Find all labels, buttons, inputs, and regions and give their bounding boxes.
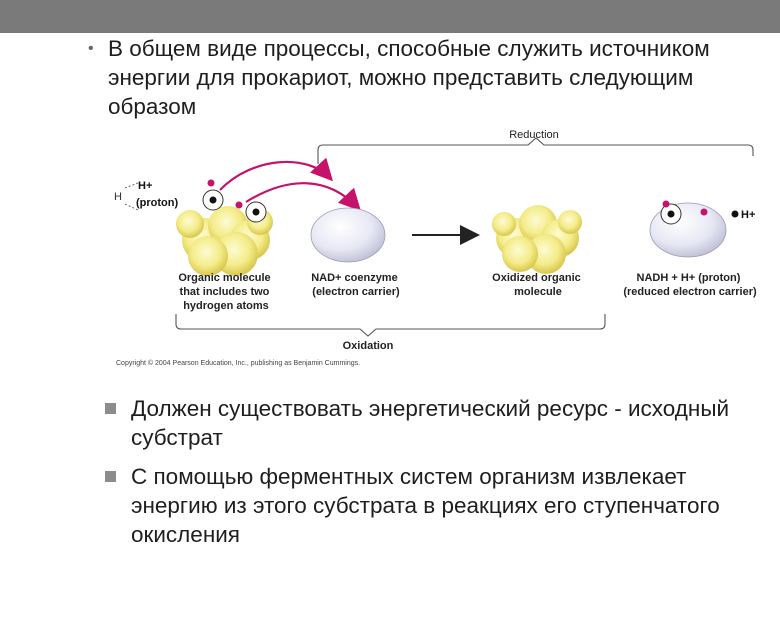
- proton-label: (proton): [136, 197, 178, 209]
- copyright-text: Copyright © 2004 Pearson Education, Inc.…: [116, 359, 360, 367]
- bullet-text: С помощью ферментных систем организм изв…: [131, 464, 720, 547]
- top-bar: [0, 0, 780, 33]
- organic-caption: Organic molecule that includes two hydro…: [178, 272, 273, 312]
- nadh-hydrogen: [660, 200, 708, 225]
- oxidized-caption: Oxidized organic molecule: [492, 272, 584, 298]
- electron-arrow: [245, 182, 362, 212]
- bullet-square: [105, 403, 116, 414]
- bullet-dot: •: [88, 40, 94, 57]
- bullet-list: Должен существовать энергетический ресур…: [105, 394, 755, 559]
- intro-text: В общем виде процессы, способные служить…: [108, 36, 710, 119]
- redox-diagram: Reduction Oxidation H H+ (proton): [114, 129, 757, 367]
- nadh-caption: NADH + H+ (proton) (reduced electron car…: [623, 272, 757, 298]
- bullet-item: Должен существовать энергетический ресур…: [105, 394, 755, 452]
- hydrogen-atom: [235, 201, 267, 223]
- nad-ellipse: [310, 207, 386, 263]
- reduction-bracket: [317, 137, 754, 164]
- bullet-item: С помощью ферментных систем организм изв…: [105, 462, 755, 549]
- nadh-h-plus-label: H+: [741, 209, 755, 221]
- bullet-square: [105, 471, 116, 482]
- reduction-label: Reduction: [509, 129, 559, 141]
- h-label: H: [114, 191, 122, 203]
- hydrogen-atom: [202, 179, 224, 211]
- oxidation-bracket: [175, 314, 606, 337]
- intro-paragraph: • В общем виде процессы, способные служи…: [88, 34, 738, 121]
- oxidation-label: Oxidation: [343, 340, 394, 352]
- bullet-text: Должен существовать энергетический ресур…: [131, 396, 730, 450]
- oxidized-molecule: [492, 205, 582, 274]
- h-plus-label: H+: [138, 180, 152, 192]
- organic-molecule: [176, 206, 273, 276]
- proton-dot: [731, 210, 739, 218]
- nad-caption: NAD+ coenzyme (electron carrier): [311, 272, 401, 298]
- electron-arrow: [219, 157, 333, 191]
